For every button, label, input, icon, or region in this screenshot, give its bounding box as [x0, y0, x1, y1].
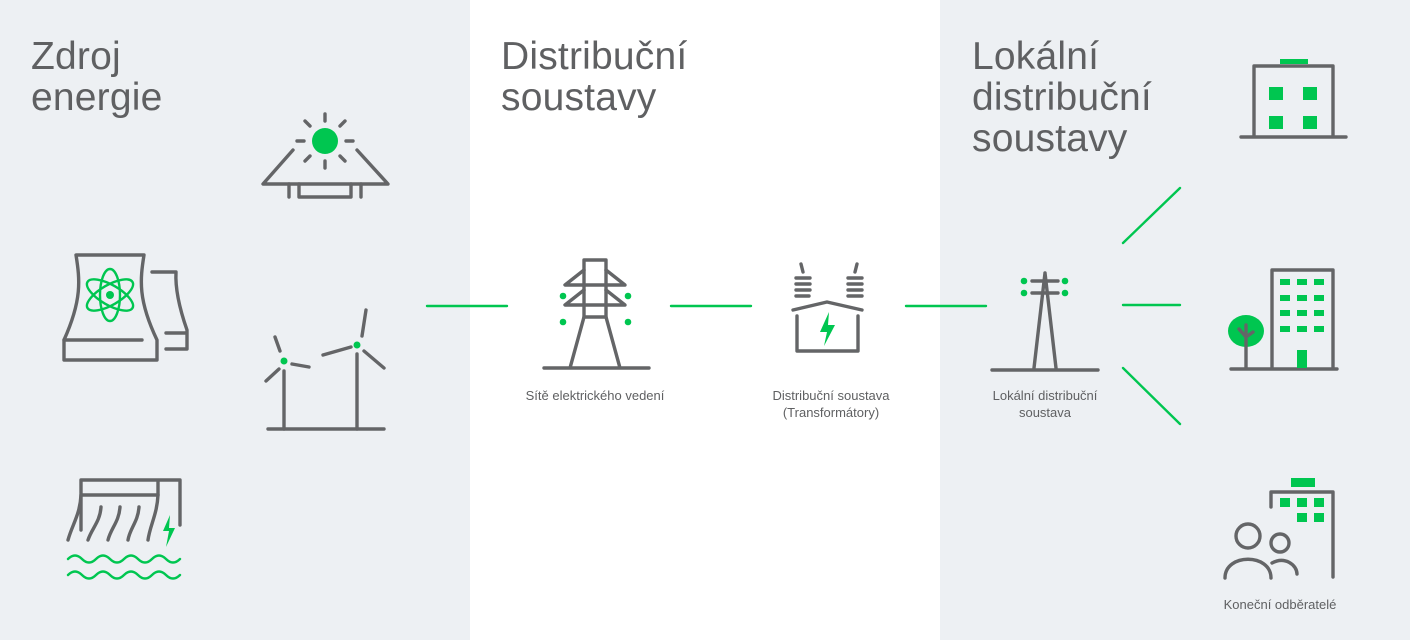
distribution-panel	[470, 0, 940, 640]
solar-panel-icon	[261, 112, 390, 199]
local-distribution-heading: Lokální distribuční soustavy	[972, 36, 1152, 159]
end-consumers-label: Koneční odběratelé	[1223, 597, 1337, 612]
local-distribution-label: Lokální distribuční soustava	[945, 387, 1145, 421]
connector-line	[1121, 186, 1182, 245]
heading-line: Zdroj	[31, 35, 121, 78]
wind-turbines-icon	[264, 308, 386, 431]
transformer-icon	[791, 262, 864, 353]
heading-line: soustavy	[972, 117, 1128, 160]
end-consumers-icon	[1223, 478, 1335, 580]
power-lines-label: Sítě elektrického vedení	[525, 388, 665, 403]
heading-line: distribuční	[972, 76, 1152, 119]
heading-line: energie	[31, 76, 163, 119]
office-building-icon	[1239, 59, 1348, 139]
local-pylon-icon	[990, 271, 1100, 372]
energy-source-heading: Zdroj energie	[31, 36, 163, 118]
label-line: Distribuční soustava	[772, 388, 890, 403]
apartment-building-icon	[1228, 268, 1339, 371]
hydro-plant-icon	[66, 478, 182, 580]
label-line: soustava	[1018, 405, 1072, 420]
energy-source-panel	[0, 0, 470, 640]
power-pylon-icon	[542, 258, 651, 370]
label-line: Lokální distribuční	[992, 388, 1098, 403]
heading-line: Distribuční	[501, 35, 688, 78]
heading-line: Lokální	[972, 35, 1100, 78]
distribution-heading: Distribuční soustavy	[501, 36, 687, 118]
heading-line: soustavy	[501, 76, 657, 119]
connector-line	[1121, 366, 1182, 426]
nuclear-plant-icon	[62, 253, 189, 362]
transformers-label: Distribuční soustava (Transformátory)	[731, 387, 931, 421]
label-line: (Transformátory)	[782, 405, 880, 420]
